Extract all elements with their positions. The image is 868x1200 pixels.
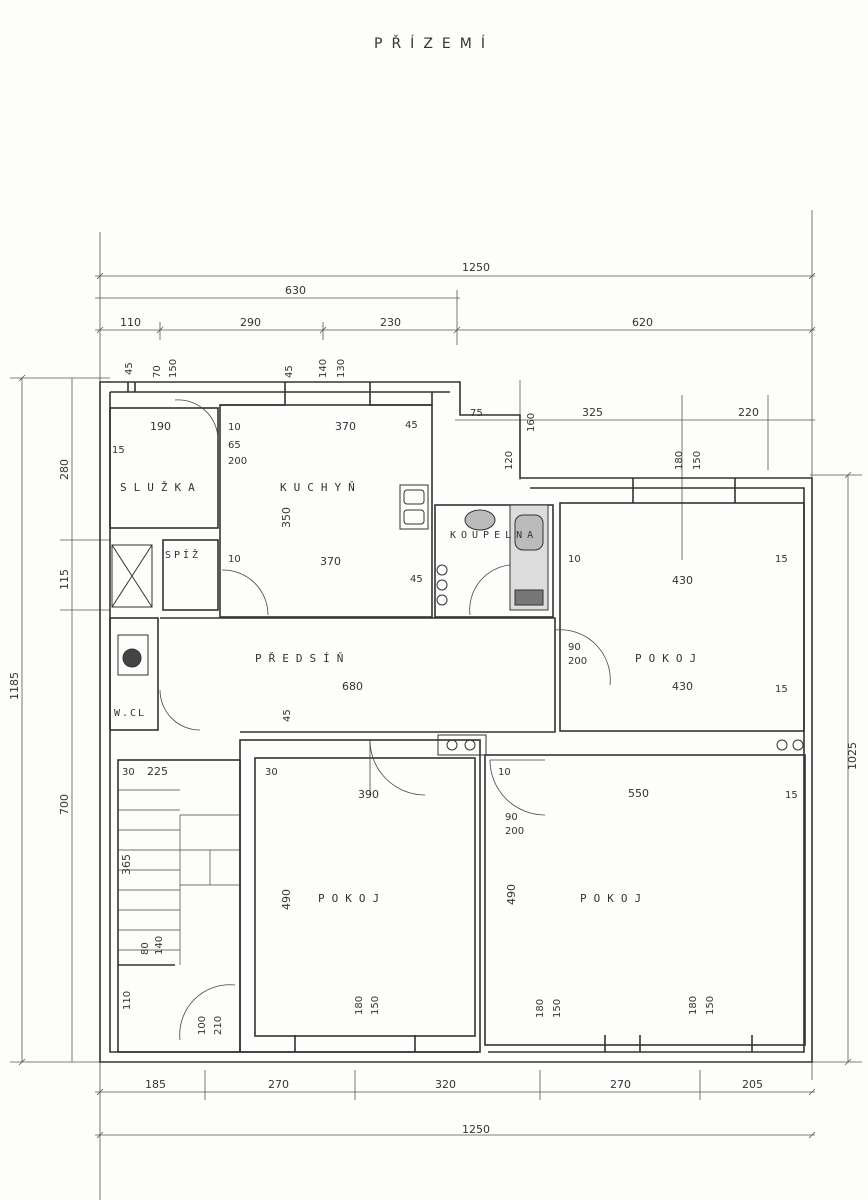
dim-205: 205	[742, 1078, 763, 1091]
dim-win-160: 160	[526, 413, 537, 432]
dim-10a: 10	[228, 422, 241, 433]
dim-pokoj-550: 550	[628, 787, 649, 800]
room-label-spiz: SPÍŽ	[165, 548, 201, 561]
dim-325: 325	[582, 406, 603, 419]
dim-win-130: 130	[336, 359, 347, 378]
dim-10d: 10	[498, 767, 511, 778]
dim-predsin-680: 680	[342, 680, 363, 693]
room-label-predsin: PŘEDSÍŇ	[255, 652, 350, 665]
dim-65: 65	[228, 440, 241, 451]
dim-45d: 45	[410, 574, 423, 585]
dim-80: 80	[140, 942, 151, 955]
dim-110: 110	[122, 991, 133, 1010]
dim-stair-225: 225	[147, 765, 168, 778]
dim-270a: 270	[268, 1078, 289, 1091]
room-label-pokoj-right: POKOJ	[580, 892, 648, 905]
dim-185: 185	[145, 1078, 166, 1091]
dim-15b: 15	[775, 554, 788, 565]
dim-win-150c: 150	[552, 999, 563, 1018]
dim-230: 230	[380, 316, 401, 329]
dim-overall-bottom: 1250	[462, 1123, 490, 1136]
dim-kuchyn-350: 350	[280, 507, 293, 528]
dim-30b: 30	[265, 767, 278, 778]
dim-220: 220	[738, 406, 759, 419]
dim-15a: 15	[112, 445, 125, 456]
dim-110: 110	[120, 316, 141, 329]
dim-630: 630	[285, 284, 306, 297]
dim-win-120: 120	[504, 451, 515, 470]
dim-pokoj-390: 390	[358, 788, 379, 801]
dim-win-180c: 180	[535, 999, 546, 1018]
dim-kuchyn-370b: 370	[320, 555, 341, 568]
fixtures	[111, 484, 804, 756]
dim-door-200b: 200	[505, 826, 524, 837]
dim-100: 100	[197, 1016, 208, 1035]
dim-pokoj-430b: 430	[672, 680, 693, 693]
dim-30a: 30	[122, 767, 135, 778]
dim-overall-top: 1250	[462, 261, 490, 274]
dim-10b: 10	[228, 554, 241, 565]
dim-pokoj-490b: 490	[505, 884, 518, 905]
dim-right-height: 1025	[846, 742, 859, 770]
dim-win-70: 70	[152, 365, 163, 378]
room-label-koupelna: KOUPELNA	[450, 530, 538, 541]
room-label-pokoj-mid: POKOJ	[318, 892, 386, 905]
dim-15d: 15	[785, 790, 798, 801]
dim-10c: 10	[568, 554, 581, 565]
dim-620: 620	[632, 316, 653, 329]
plan-title: PŘÍZEMÍ	[374, 36, 494, 52]
dim-door-200a: 200	[568, 656, 587, 667]
dim-win-180b: 180	[354, 996, 365, 1015]
dim-45e: 45	[282, 709, 293, 722]
dim-15c: 15	[775, 684, 788, 695]
dim-win-150d: 150	[705, 996, 716, 1015]
stair-treads	[118, 789, 240, 965]
room-label-pokoj-right-top: POKOJ	[635, 652, 703, 665]
dim-kuchyn-370a: 370	[335, 420, 356, 433]
dim-win-180d: 180	[688, 996, 699, 1015]
door-arcs	[159, 399, 611, 1041]
dim-45a: 45	[124, 362, 135, 375]
dim-45c: 45	[405, 420, 418, 431]
dim-door-90b: 90	[505, 812, 518, 823]
dim-75: 75	[470, 408, 483, 419]
dim-270b: 270	[610, 1078, 631, 1091]
dim-200: 200	[228, 456, 247, 467]
dim-pokoj-490a: 490	[280, 889, 293, 910]
dim-280: 280	[58, 459, 71, 480]
dim-700: 700	[58, 794, 71, 815]
dim-320: 320	[435, 1078, 456, 1091]
room-label-wc: W.CL	[114, 708, 146, 719]
dim-sluzka-190: 190	[150, 420, 171, 433]
dim-115: 115	[58, 569, 71, 590]
dim-left-height: 1185	[8, 672, 21, 700]
dim-210: 210	[213, 1016, 224, 1035]
dim-pokoj-430a: 430	[672, 574, 693, 587]
dim-45b: 45	[284, 365, 295, 378]
dim-win-150a: 150	[692, 451, 703, 470]
dim-140: 140	[154, 936, 165, 955]
dim-stair-365: 365	[120, 854, 133, 875]
dim-290: 290	[240, 316, 261, 329]
dim-win-150b: 150	[370, 996, 381, 1015]
dim-door-90a: 90	[568, 642, 581, 653]
dim-win-140: 140	[318, 359, 329, 378]
room-label-sluzka: SLUŽKA	[120, 481, 202, 494]
walls	[99, 381, 813, 1063]
dim-win-150e: 150	[168, 359, 179, 378]
dim-win-180a: 180	[674, 451, 685, 470]
room-label-kuchyn: KUCHYŇ	[280, 481, 362, 494]
